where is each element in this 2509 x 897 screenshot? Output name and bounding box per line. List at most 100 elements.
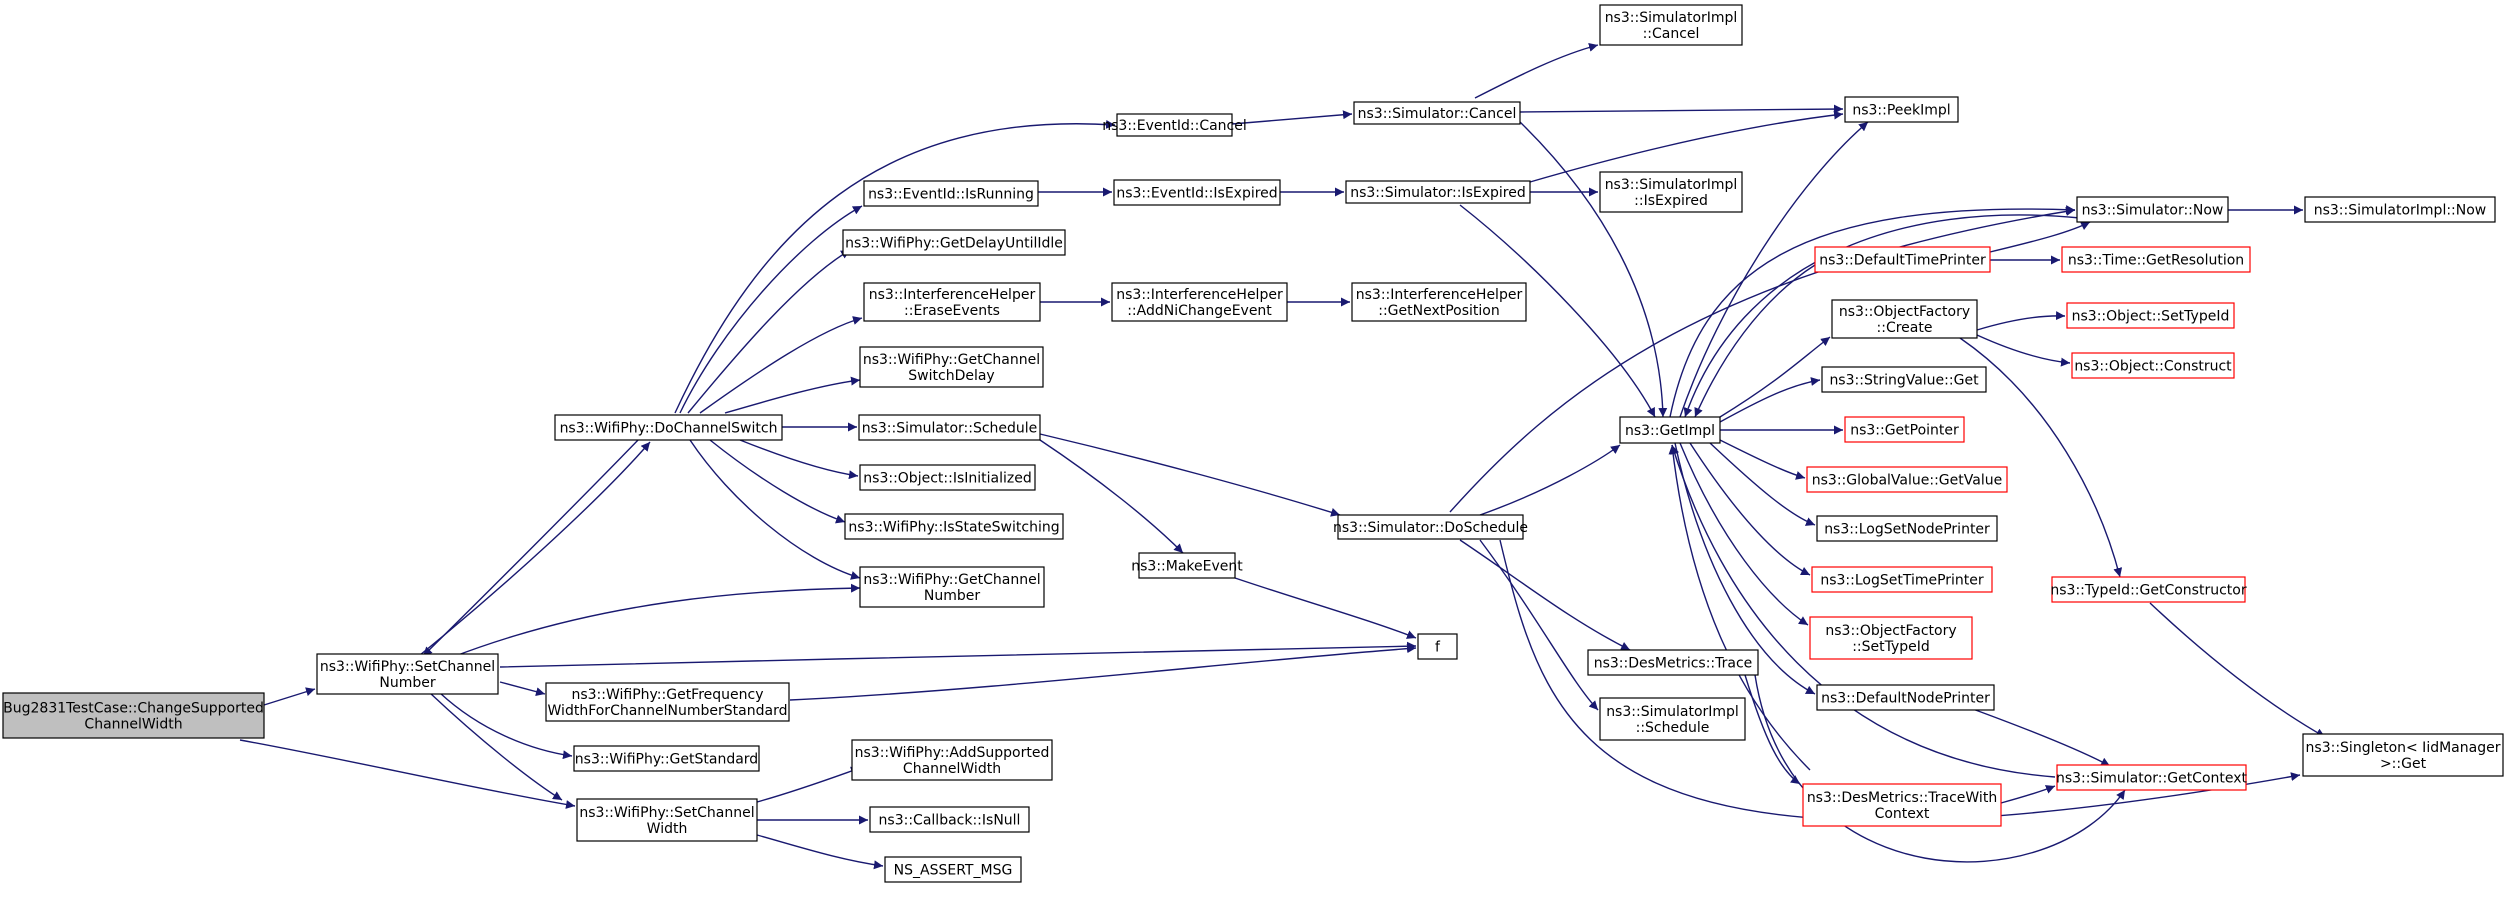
node-label: ns3::PeekImpl — [1852, 103, 1950, 119]
node-isstatesw[interactable]: ns3::WifiPhy::IsStateSwitching — [844, 513, 1064, 540]
node-timegetres[interactable]: ns3::Time::GetResolution — [2061, 246, 2251, 273]
node-box — [1806, 466, 2008, 493]
node-cbisnull[interactable]: ns3::Callback::IsNull — [869, 806, 1030, 833]
node-assert[interactable]: NS_ASSERT_MSG — [884, 856, 1022, 883]
node-simsched[interactable]: ns3::Simulator::Schedule — [858, 414, 1041, 441]
node-simimplsched[interactable]: ns3::SimulatorImpl::Schedule — [1599, 697, 1746, 741]
node-label: Width — [647, 821, 688, 837]
node-deftimeprinter[interactable]: ns3::DefaultTimePrinter — [1814, 246, 1991, 273]
node-defnodeprinter[interactable]: ns3::DefaultNodePrinter — [1816, 684, 1995, 711]
node-box — [1802, 783, 2002, 827]
node-getimpl[interactable]: ns3::GetImpl — [1619, 416, 1721, 444]
node-simimplcancel[interactable]: ns3::SimulatorImpl::Cancel — [1599, 4, 1743, 46]
edge-getimpl-peekimpl — [1679, 121, 1869, 418]
node-label: ::Create — [1877, 320, 1933, 336]
edge-dochsw-setchnum — [422, 437, 641, 657]
node-objconstruct[interactable]: ns3::Object::Construct — [2071, 352, 2235, 379]
node-simgetctx[interactable]: ns3::Simulator::GetContext — [2056, 764, 2248, 791]
edge-makeevent-f — [1234, 577, 1417, 639]
node-dochsw[interactable]: ns3::WifiPhy::DoChannelSwitch — [554, 414, 783, 441]
node-label: ns3::Callback::IsNull — [879, 813, 1021, 829]
node-getstd[interactable]: ns3::WifiPhy::GetStandard — [573, 745, 760, 772]
edge-desmtrace-desmtracectx — [1744, 674, 1801, 785]
node-simimplnow[interactable]: ns3::SimulatorImpl::Now — [2304, 196, 2496, 223]
node-label: ns3::Object::SetTypeId — [2072, 309, 2230, 325]
node-getdelay[interactable]: ns3::WifiPhy::GetDelayUntilIdle — [842, 229, 1066, 256]
node-box — [545, 682, 790, 722]
node-getfreq[interactable]: ns3::WifiPhy::GetFrequencyWidthForChanne… — [545, 682, 790, 722]
node-ihaddni[interactable]: ns3::InterferenceHelper::AddNiChangeEven… — [1111, 282, 1288, 322]
node-desmtrace[interactable]: ns3::DesMetrics::Trace — [1587, 649, 1759, 676]
node-evcancel[interactable]: ns3::EventId::Cancel — [1102, 113, 1247, 137]
node-simnow[interactable]: ns3::Simulator::Now — [2076, 196, 2229, 223]
node-objinit[interactable]: ns3::Object::IsInitialized — [859, 464, 1036, 491]
edge-setchwidth-addsupp — [756, 766, 861, 803]
edge-deftimeprinter-simnow — [1989, 221, 2091, 253]
node-typeidgetctor[interactable]: ns3::TypeId::GetConstructor — [2050, 576, 2247, 603]
node-box — [1351, 282, 1527, 322]
node-simisexp[interactable]: ns3::Simulator::IsExpired — [1345, 180, 1531, 204]
node-f[interactable]: f — [1417, 633, 1458, 660]
edge-getimpl-objfactcreate — [1719, 336, 1831, 418]
node-label: ns3::Simulator::IsExpired — [1350, 185, 1526, 201]
node-logsetnode[interactable]: ns3::LogSetNodePrinter — [1816, 515, 1998, 542]
edge-setchwidth-assert — [756, 834, 884, 870]
node-label: ns3::Time::GetResolution — [2068, 253, 2244, 269]
node-box — [844, 513, 1064, 540]
node-label: ::AddNiChangeEvent — [1127, 303, 1272, 319]
node-iherase[interactable]: ns3::InterferenceHelper::EraseEvents — [863, 282, 1041, 322]
node-root[interactable]: Bug2831TestCase::ChangeSupportedChannelW… — [2, 692, 265, 739]
node-evisrun[interactable]: ns3::EventId::IsRunning — [863, 180, 1039, 207]
node-label: Bug2831TestCase::ChangeSupported — [3, 701, 264, 717]
node-evisexp[interactable]: ns3::EventId::IsExpired — [1113, 179, 1281, 206]
node-getpointer[interactable]: ns3::GetPointer — [1844, 416, 1965, 443]
node-label: ns3::DesMetrics::TraceWith — [1807, 790, 1997, 806]
edge-dochsw-evcancel — [674, 119, 1116, 414]
node-objfactsettype[interactable]: ns3::ObjectFactory::SetTypeId — [1809, 616, 1973, 660]
node-logsettime[interactable]: ns3::LogSetTimePrinter — [1811, 566, 1993, 593]
node-simimplisexp[interactable]: ns3::SimulatorImpl::IsExpired — [1599, 171, 1743, 213]
edge-setchnum-getfreq — [499, 681, 546, 697]
edge-setchnum-f — [499, 641, 1417, 668]
node-singletonget[interactable]: ns3::Singleton< IidManager>::Get — [2302, 733, 2504, 777]
node-objsettypeid[interactable]: ns3::Object::SetTypeId — [2066, 302, 2235, 329]
node-label: ns3::ObjectFactory — [1825, 623, 1956, 639]
node-strvalget[interactable]: ns3::StringValue::Get — [1821, 366, 1987, 393]
node-box — [1816, 515, 1998, 542]
node-ihgetnext[interactable]: ns3::InterferenceHelper::GetNextPosition — [1351, 282, 1527, 322]
node-makeevent[interactable]: ns3::MakeEvent — [1131, 552, 1243, 579]
edge-setchnum-getchnum — [449, 583, 861, 659]
node-objfactcreate[interactable]: ns3::ObjectFactory::Create — [1831, 299, 1978, 339]
node-label: ns3::WifiPhy::GetChannel — [863, 352, 1040, 368]
node-box — [1844, 416, 1965, 443]
node-simcancel[interactable]: ns3::Simulator::Cancel — [1353, 101, 1521, 125]
node-box — [1809, 616, 1973, 660]
node-box — [2304, 196, 2496, 223]
node-label: Context — [1875, 806, 1930, 822]
node-label: ::GetNextPosition — [1378, 303, 1500, 319]
node-box — [1337, 514, 1524, 540]
node-peekimpl[interactable]: ns3::PeekImpl — [1844, 96, 1959, 123]
edge-simgetctx-getimpl — [1670, 444, 2056, 778]
node-label: ns3::WifiPhy::GetFrequency — [571, 687, 763, 703]
node-label: ::IsExpired — [1634, 193, 1708, 209]
node-label: ::Schedule — [1636, 720, 1710, 736]
edge-simisexp-getimpl — [1459, 204, 1656, 418]
node-box — [863, 282, 1041, 322]
node-label: ns3::GetPointer — [1850, 423, 1959, 439]
node-box — [859, 464, 1036, 491]
node-globvalget[interactable]: ns3::GlobalValue::GetValue — [1806, 466, 2008, 493]
node-simdosched[interactable]: ns3::Simulator::DoSchedule — [1333, 514, 1528, 540]
edge-simcancel-simimplcancel — [1474, 42, 1599, 99]
edge-dochsw-getchnum — [689, 439, 861, 580]
edge-simisexp-peekimpl — [1529, 110, 1844, 183]
node-label: ns3::GlobalValue::GetValue — [1812, 473, 2002, 489]
edge-getimpl-simnow — [1669, 205, 2076, 418]
